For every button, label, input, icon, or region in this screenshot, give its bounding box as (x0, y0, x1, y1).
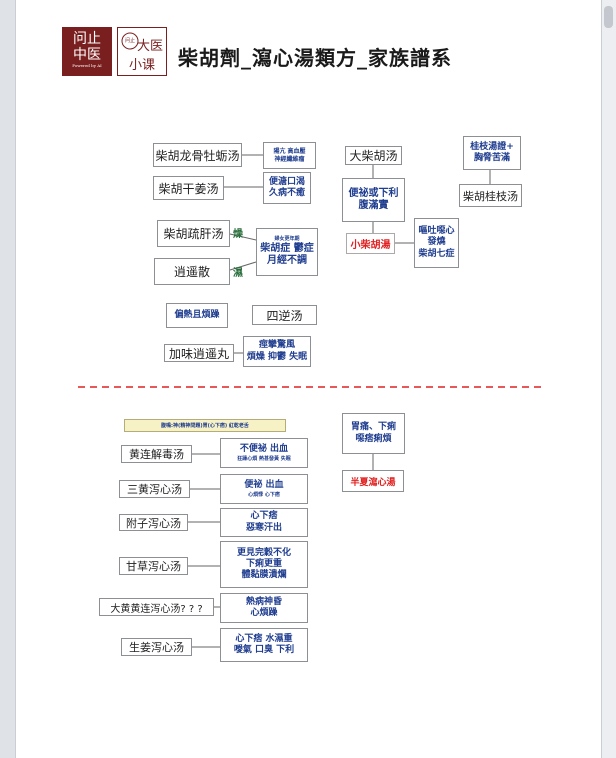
node-chaihu-ganjiang: 柴胡干姜汤 (153, 176, 224, 200)
logo-text: 小课 (129, 58, 156, 73)
symptom-box: 婦女更年期 柴胡症 鬱症 月經不調 (256, 228, 318, 276)
symptom-box: 偏熱且煩躁 (166, 303, 228, 328)
symptom-box: 熱病神昏 心煩躁 (220, 593, 308, 623)
node-fuzi-xiexin: 附子泻心汤 (119, 514, 188, 531)
node-dahuang-huanglian-xiexin: 大黄黄连泻心汤? ? ? (99, 598, 214, 616)
node-sini: 四逆汤 (252, 305, 317, 325)
symptom-box: 痙攣驚風 煩燥 抑鬱 失眠 (243, 336, 311, 367)
seal-text: 问止 (125, 38, 136, 44)
node-banxia-xiexin: 半夏瀉心湯 (342, 470, 404, 492)
node-shengjiang-xiexin: 生姜泻心汤 (121, 638, 192, 656)
connector (229, 261, 257, 271)
node-chaihu-longgu-muli: 柴胡龙骨牡蛎汤 (153, 143, 242, 167)
course-logo: 问止 大医 小课 (117, 27, 167, 76)
symptom-box: 心下痞 惡寒汗出 (220, 508, 308, 537)
symptom-box: 便溏口渴 久病不癒 (263, 172, 311, 204)
scrollbar-thumb[interactable] (604, 6, 613, 28)
node-gancao-xiexin: 甘草泻心汤 (119, 557, 188, 575)
symptom-box: 不便祕 出血 狂躁心煩 熱甚發黃 失眠 (220, 438, 308, 468)
brand-logo: 问止 中医 Powered by AI (62, 27, 112, 76)
note-box: 腹鳴:神(精神問題)胃(心下痞) 紅乾老舌 (124, 419, 286, 432)
node-jiawei-xiaoyao: 加味逍遥丸 (164, 344, 234, 362)
node-chaihu-shugan: 柴胡疏肝汤 (157, 220, 230, 247)
node-xiao-chaihu: 小柴胡湯 (346, 233, 395, 254)
node-xiaoyao-san: 逍遥散 (154, 258, 230, 285)
symptom-box: 胃痛、下痢 噁痞痢煩 (342, 413, 405, 454)
symptom-box: 更見完穀不化 下痢更重 體黏膜潰爛 (220, 541, 308, 588)
connector (229, 233, 257, 241)
vertical-scrollbar[interactable] (602, 0, 616, 758)
logo-text: 中医 (73, 47, 101, 64)
node-chaihu-guizhi: 柴胡桂枝汤 (459, 184, 522, 207)
page-title: 柴胡劑_瀉心湯類方_家族譜系 (178, 46, 452, 70)
node-da-chaihu: 大柴胡汤 (345, 146, 402, 165)
node-huanglian-jiedu: 黄连解毒汤 (121, 445, 192, 463)
symptom-box: 便祕 出血 心煩悸 心下痞 (220, 474, 308, 504)
symptom-box: 便祕或下利 腹滿實 (342, 178, 405, 222)
symptom-box: 心下痞 水濕重 噯氣 口臭 下利 (220, 628, 308, 662)
label-dry: 燥 (233, 229, 243, 240)
seal-circle-icon (121, 32, 139, 50)
symptom-box: 陽亢 高血壓 神經纖維瘤 (263, 142, 316, 169)
logo-powered-text: Powered by AI (72, 63, 102, 69)
symptom-box: 嘔吐噁心 發燒 柴胡七症 (414, 218, 459, 268)
document-page (15, 0, 602, 758)
symptom-box: 桂枝湯證+ 胸脅苦滿 (463, 136, 521, 170)
logo-text: 大医 (137, 39, 164, 54)
node-sanhuang-xiexin: 三黄泻心汤 (119, 480, 190, 498)
logo-text: 问止 (73, 31, 101, 47)
label-damp: 濕 (233, 268, 243, 279)
